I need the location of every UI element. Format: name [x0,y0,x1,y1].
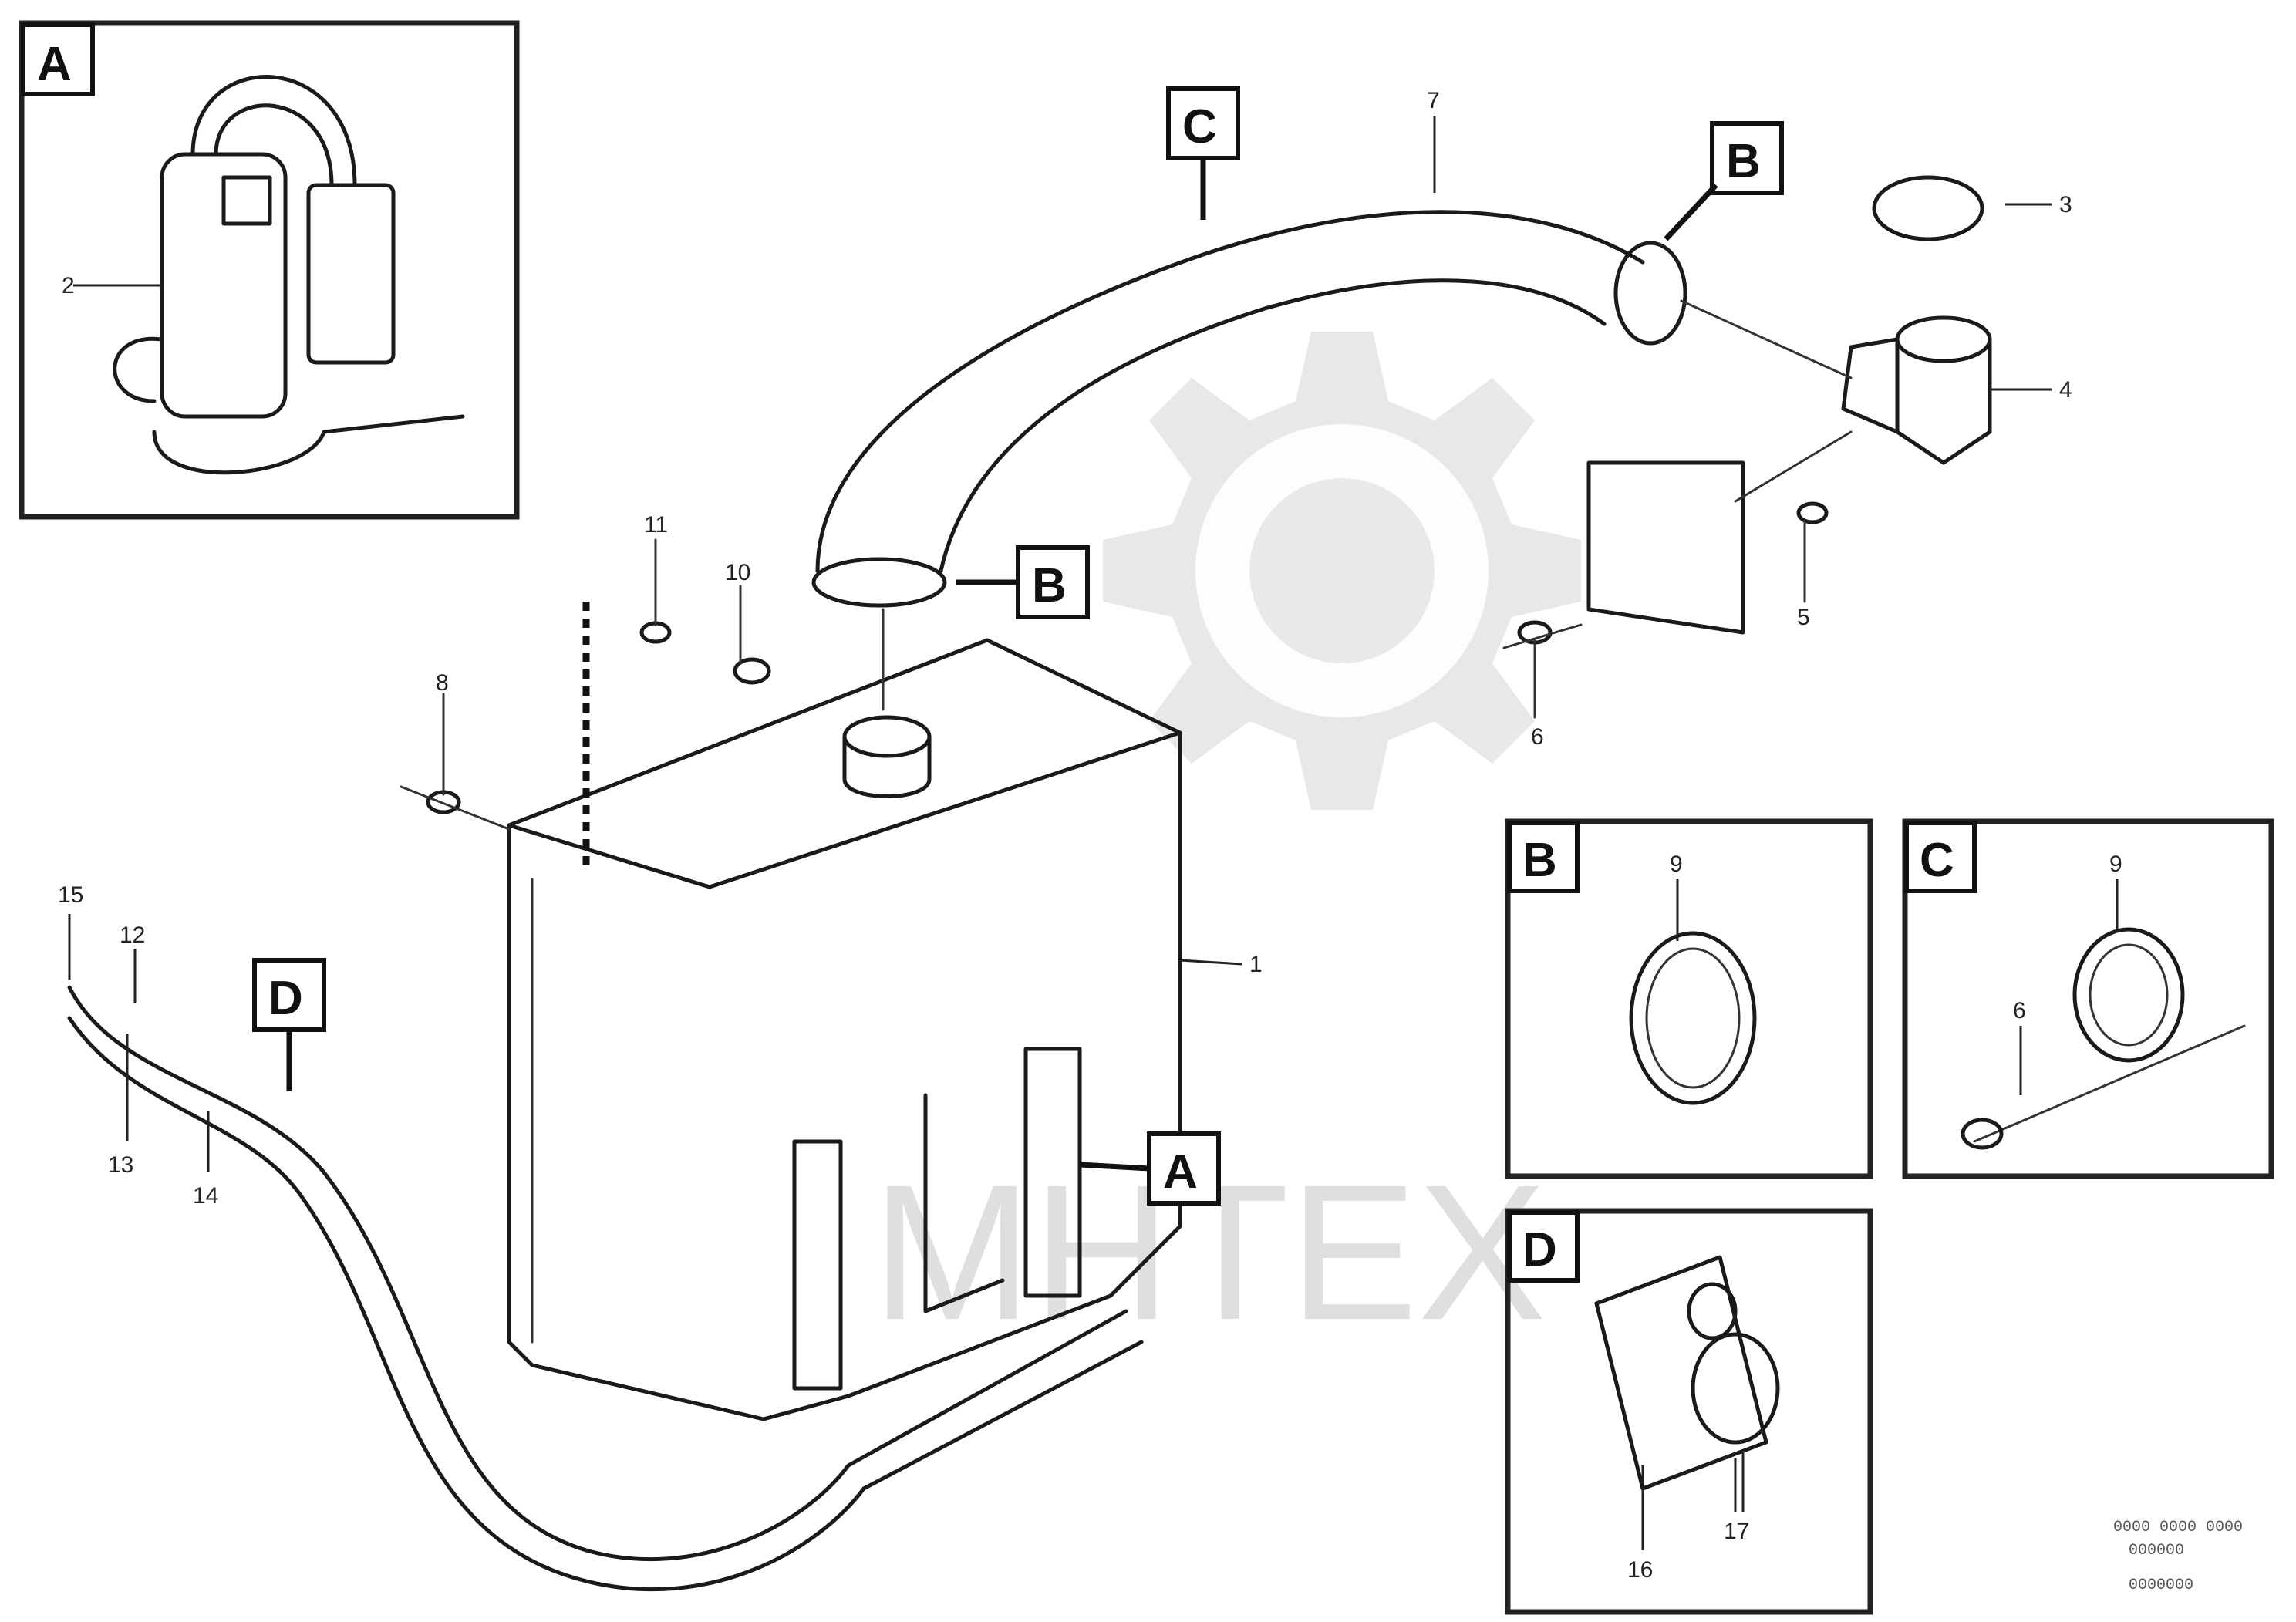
inset-c-tag: C [1920,834,1954,887]
inset-d-part-16: 16 [1627,1557,1653,1583]
inset-a-part-2: 2 [62,273,75,298]
part-11: 11 [644,512,668,538]
part-8: 8 [436,670,449,696]
part-6: 6 [1531,724,1544,750]
drain-hose [67,985,1144,1592]
part-14: 14 [193,1183,218,1209]
inset-c-part-9: 9 [2109,851,2122,877]
part-1-top: 7 [1427,88,1440,113]
callout-b: B [956,545,1090,619]
inset-d: D 16 17 [1505,1208,1873,1615]
callout-b-label: B [1032,559,1067,612]
filler-assembly [1586,175,1992,635]
washer-tank [507,638,1182,1421]
footer-line-3: 0000000 [2129,1576,2193,1594]
watermark-gear [1103,332,1581,810]
inset-a: A 2 [19,20,520,520]
footer-line-2: 000000 [2129,1542,2184,1560]
inset-b-tag: B [1522,834,1557,887]
filler-hose [811,210,1687,711]
callout-c-label: C [1182,100,1217,153]
callout-a-label: A [1163,1145,1198,1199]
inset-b: B 9 [1505,818,1873,1179]
part-12: 12 [120,922,145,948]
part-5: 5 [1797,605,1810,630]
callout-d-label: D [268,972,303,1025]
fasteners [400,501,1829,831]
part-13: 13 [108,1152,133,1178]
inset-c: C 9 6 [1902,818,2274,1179]
part-3: 3 [2059,192,2072,218]
inset-b-part-9: 9 [1670,851,1683,877]
callout-c: C [1166,86,1240,220]
callout-b-upper: B [1664,121,1784,241]
callout-d: D [252,958,326,1091]
inset-c-part-6: 6 [2013,998,2026,1023]
part-4: 4 [2059,377,2072,403]
inset-d-tag: D [1522,1223,1557,1276]
part-1: 1 [1249,952,1263,977]
inset-d-part-17: 17 [1724,1519,1749,1544]
footer-line-1: 0000 0000 0000 [2113,1519,2243,1536]
part-10: 10 [725,560,750,585]
callout-a: A [1079,1131,1221,1206]
callout-b-upper-label: B [1726,135,1761,188]
part-15: 15 [58,882,83,908]
inset-a-tag: A [37,38,72,91]
